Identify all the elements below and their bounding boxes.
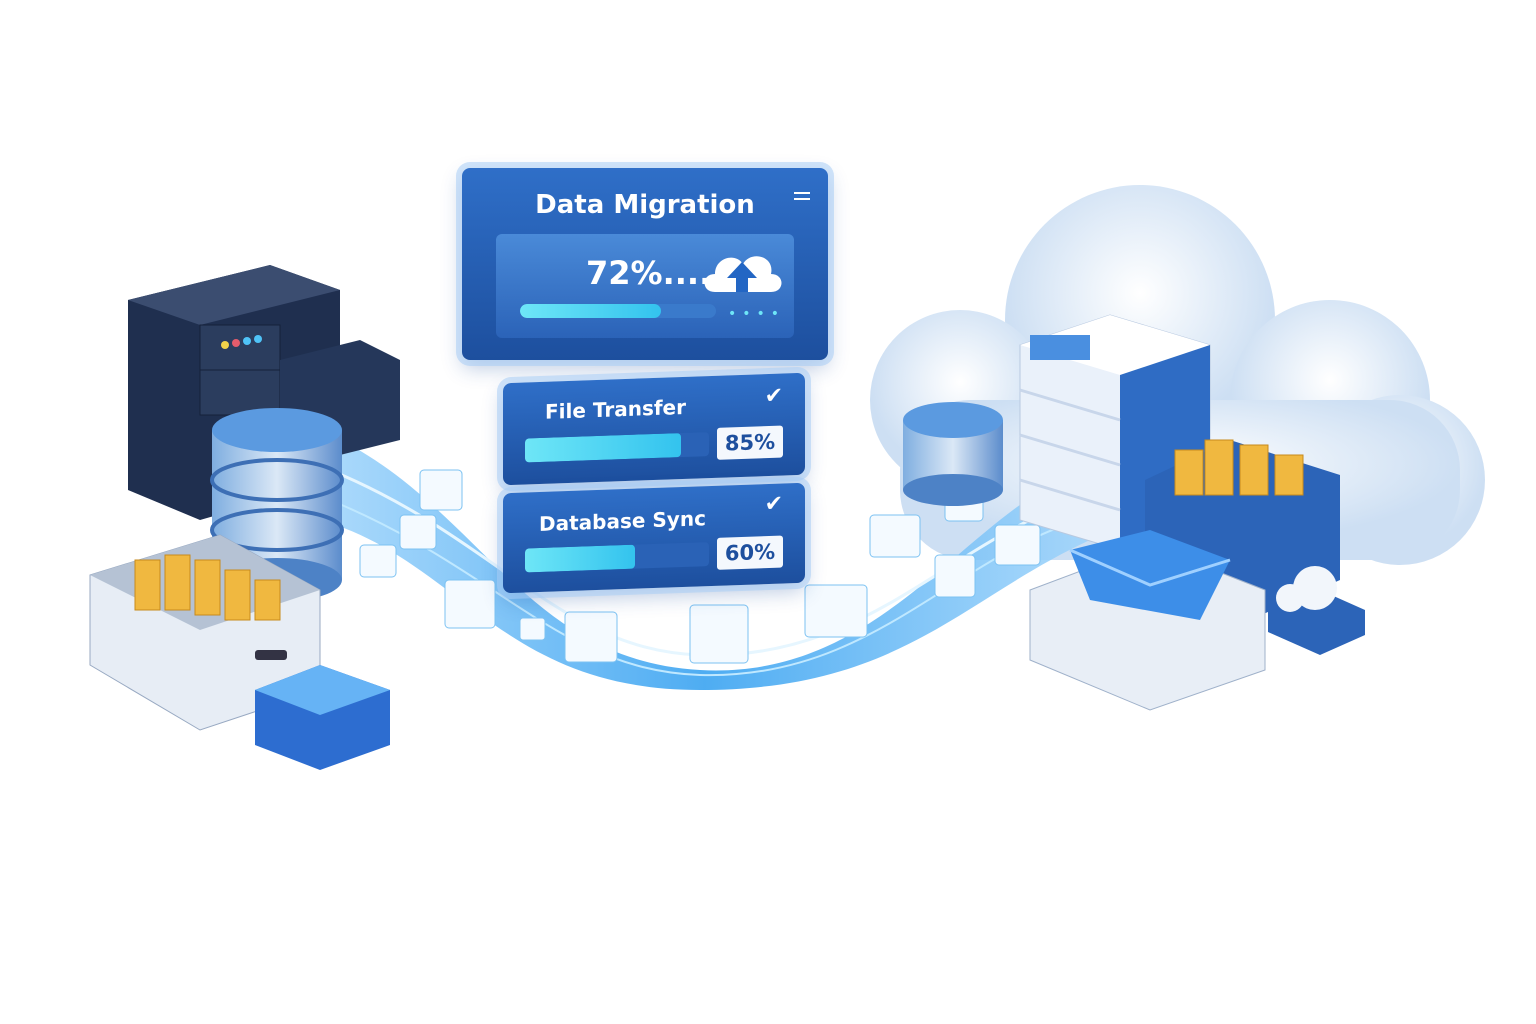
- check-icon: ✔: [764, 383, 783, 410]
- migration-percent: 72%....: [586, 254, 712, 292]
- cloud-device-icon: [1268, 566, 1365, 655]
- file-box-icon: [89, 534, 321, 731]
- migration-progress-fill: [520, 304, 662, 318]
- check-icon: ✔: [764, 491, 783, 518]
- mail-box-icon: [1029, 530, 1266, 711]
- task-panel-file-transfer: File Transfer ✔ 85%: [503, 372, 805, 486]
- loading-dots: ••••: [728, 306, 786, 322]
- task-progress-fill: [525, 433, 682, 463]
- task-progress-bar: [525, 542, 709, 573]
- task-progress-bar: [525, 432, 709, 463]
- cloud-upload-icon: [704, 256, 782, 292]
- migration-progress-bar: [520, 304, 716, 318]
- task-percent: 60%: [717, 535, 783, 570]
- menu-icon[interactable]: [794, 192, 810, 200]
- panel-title: Data Migration: [535, 190, 755, 220]
- progress-card: 72%.... ••••: [496, 234, 794, 338]
- database-icon-small: [903, 402, 1003, 506]
- task-label: Database Sync: [539, 506, 706, 537]
- task-progress-fill: [525, 544, 636, 573]
- task-label: File Transfer: [545, 394, 686, 424]
- task-panel-database-sync: Database Sync ✔ 60%: [503, 482, 805, 594]
- data-migration-panel: Data Migration 72%.... ••••: [462, 168, 828, 360]
- storage-block-icon: [255, 665, 390, 770]
- task-percent: 85%: [717, 425, 783, 460]
